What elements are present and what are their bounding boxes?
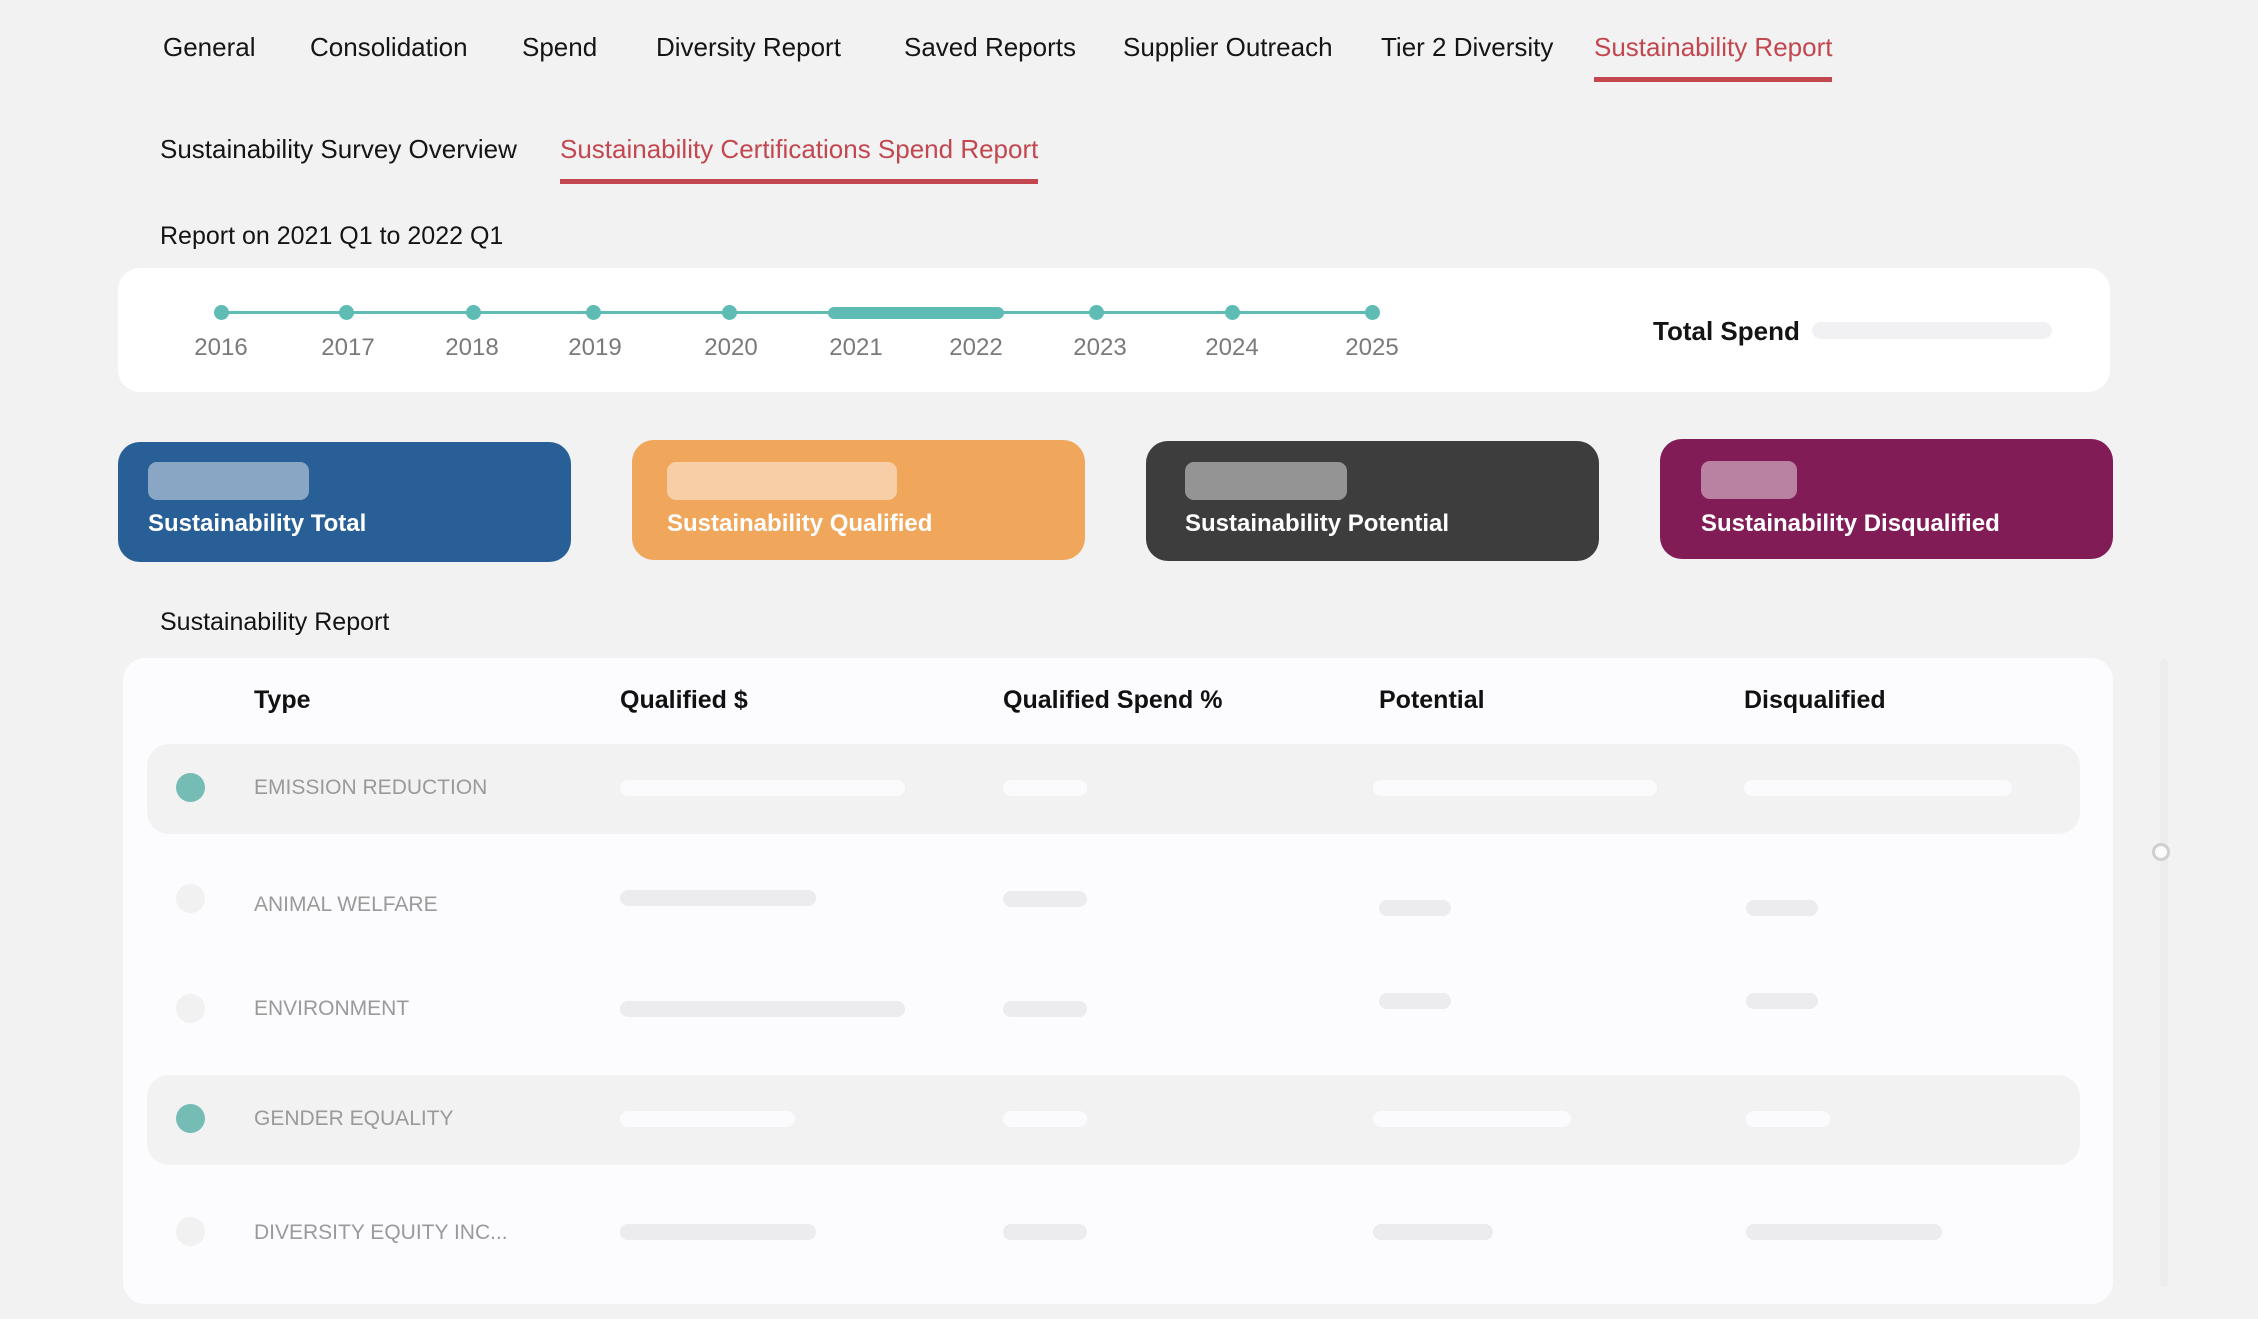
card-sustainability-total[interactable]: Sustainability Total xyxy=(118,442,571,562)
row-select-radio[interactable] xyxy=(176,994,205,1023)
timeline-point-2018[interactable] xyxy=(466,305,481,320)
total-spend-value-placeholder xyxy=(1812,322,2052,339)
timeline-year-label: 2017 xyxy=(321,334,375,361)
timeline-year-label: 2021 xyxy=(829,334,883,361)
qualified-percent-placeholder xyxy=(1003,1001,1087,1017)
metric-value-placeholder xyxy=(667,462,897,500)
metric-label: Sustainability Total xyxy=(148,510,367,537)
column-header-type[interactable]: Type xyxy=(254,686,311,714)
row-select-radio[interactable] xyxy=(176,1104,205,1133)
metric-label: Sustainability Disqualified xyxy=(1701,510,2000,537)
tab-sustainability-report[interactable]: Sustainability Report xyxy=(1594,32,1833,82)
disqualified-value-placeholder xyxy=(1746,1224,1942,1240)
timeline-point-2019[interactable] xyxy=(586,305,601,320)
subtab-survey-overview[interactable]: Sustainability Survey Overview xyxy=(160,134,517,164)
qualified-percent-placeholder xyxy=(1003,1111,1087,1127)
main-nav: General Consolidation Spend Diversity Re… xyxy=(0,24,2258,84)
timeline-year-label: 2022 xyxy=(949,334,1003,361)
row-select-radio[interactable] xyxy=(176,1217,205,1246)
timeline-point-2024[interactable] xyxy=(1225,305,1240,320)
disqualified-value-placeholder xyxy=(1746,1111,1830,1127)
metric-value-placeholder xyxy=(1701,461,1797,499)
potential-value-placeholder xyxy=(1373,780,1657,796)
qualified-value-placeholder xyxy=(620,1224,816,1240)
metric-value-placeholder xyxy=(148,462,309,500)
section-title: Sustainability Report xyxy=(160,608,390,636)
timeline-track[interactable] xyxy=(221,311,1373,314)
qualified-value-placeholder xyxy=(620,780,905,796)
row-type-label: ANIMAL WELFARE xyxy=(254,893,438,916)
row-type-label: EMISSION REDUCTION xyxy=(254,776,488,799)
row-type-label: DIVERSITY EQUITY INC... xyxy=(254,1221,508,1244)
timeline-point-2025[interactable] xyxy=(1365,305,1380,320)
card-sustainability-disqualified[interactable]: Sustainability Disqualified xyxy=(1660,439,2113,559)
tab-diversity-report[interactable]: Diversity Report xyxy=(656,32,841,62)
column-header-potential[interactable]: Potential xyxy=(1379,686,1485,714)
disqualified-value-placeholder xyxy=(1746,993,1818,1009)
scrollbar-track[interactable] xyxy=(2160,659,2168,1287)
column-header-qualified-dollars[interactable]: Qualified $ xyxy=(620,686,748,714)
row-type-label: ENVIRONMENT xyxy=(254,997,410,1020)
potential-value-placeholder xyxy=(1379,993,1451,1009)
timeline-year-label: 2018 xyxy=(445,334,499,361)
row-select-radio[interactable] xyxy=(176,884,205,913)
qualified-percent-placeholder xyxy=(1003,1224,1087,1240)
timeline-year-label: 2024 xyxy=(1205,334,1259,361)
qualified-percent-placeholder xyxy=(1003,891,1087,907)
timeline-selected-range[interactable] xyxy=(828,307,1004,319)
metric-label: Sustainability Qualified xyxy=(667,510,933,537)
tab-consolidation[interactable]: Consolidation xyxy=(310,32,468,62)
tab-spend[interactable]: Spend xyxy=(522,32,598,62)
scrollbar-handle[interactable] xyxy=(2152,843,2170,861)
card-sustainability-potential[interactable]: Sustainability Potential xyxy=(1146,441,1599,561)
potential-value-placeholder xyxy=(1373,1111,1571,1127)
row-type-label: GENDER EQUALITY xyxy=(254,1107,454,1130)
tab-saved-reports[interactable]: Saved Reports xyxy=(904,32,1076,62)
potential-value-placeholder xyxy=(1373,1224,1493,1240)
timeline-year-label: 2023 xyxy=(1073,334,1127,361)
timeline-year-label: 2020 xyxy=(704,334,758,361)
metric-label: Sustainability Potential xyxy=(1185,510,1450,537)
timeline-point-2020[interactable] xyxy=(722,305,737,320)
timeline-year-label: 2025 xyxy=(1345,334,1399,361)
qualified-value-placeholder xyxy=(620,1111,795,1127)
qualified-percent-placeholder xyxy=(1003,780,1087,796)
tab-general[interactable]: General xyxy=(163,32,256,62)
row-select-radio[interactable] xyxy=(176,773,205,802)
timeline-point-2016[interactable] xyxy=(214,305,229,320)
disqualified-value-placeholder xyxy=(1744,780,2012,796)
qualified-value-placeholder xyxy=(620,890,816,906)
timeline-year-label: 2019 xyxy=(568,334,622,361)
tab-supplier-outreach[interactable]: Supplier Outreach xyxy=(1123,32,1333,62)
metric-value-placeholder xyxy=(1185,462,1347,500)
timeline-card xyxy=(118,268,2110,392)
qualified-value-placeholder xyxy=(620,1001,905,1017)
timeline-point-2017[interactable] xyxy=(339,305,354,320)
potential-value-placeholder xyxy=(1379,900,1451,916)
timeline-point-2023[interactable] xyxy=(1089,305,1104,320)
timeline-year-label: 2016 xyxy=(194,334,248,361)
column-header-disqualified[interactable]: Disqualified xyxy=(1744,686,1886,714)
tab-tier-2-diversity[interactable]: Tier 2 Diversity xyxy=(1381,32,1554,62)
report-range-label: Report on 2021 Q1 to 2022 Q1 xyxy=(160,222,504,250)
subtab-certifications-spend-report[interactable]: Sustainability Certifications Spend Repo… xyxy=(560,134,1039,184)
column-header-qualified-spend-percent[interactable]: Qualified Spend % xyxy=(1003,686,1223,714)
disqualified-value-placeholder xyxy=(1746,900,1818,916)
card-sustainability-qualified[interactable]: Sustainability Qualified xyxy=(632,440,1085,560)
total-spend-label: Total Spend xyxy=(1653,316,1800,346)
